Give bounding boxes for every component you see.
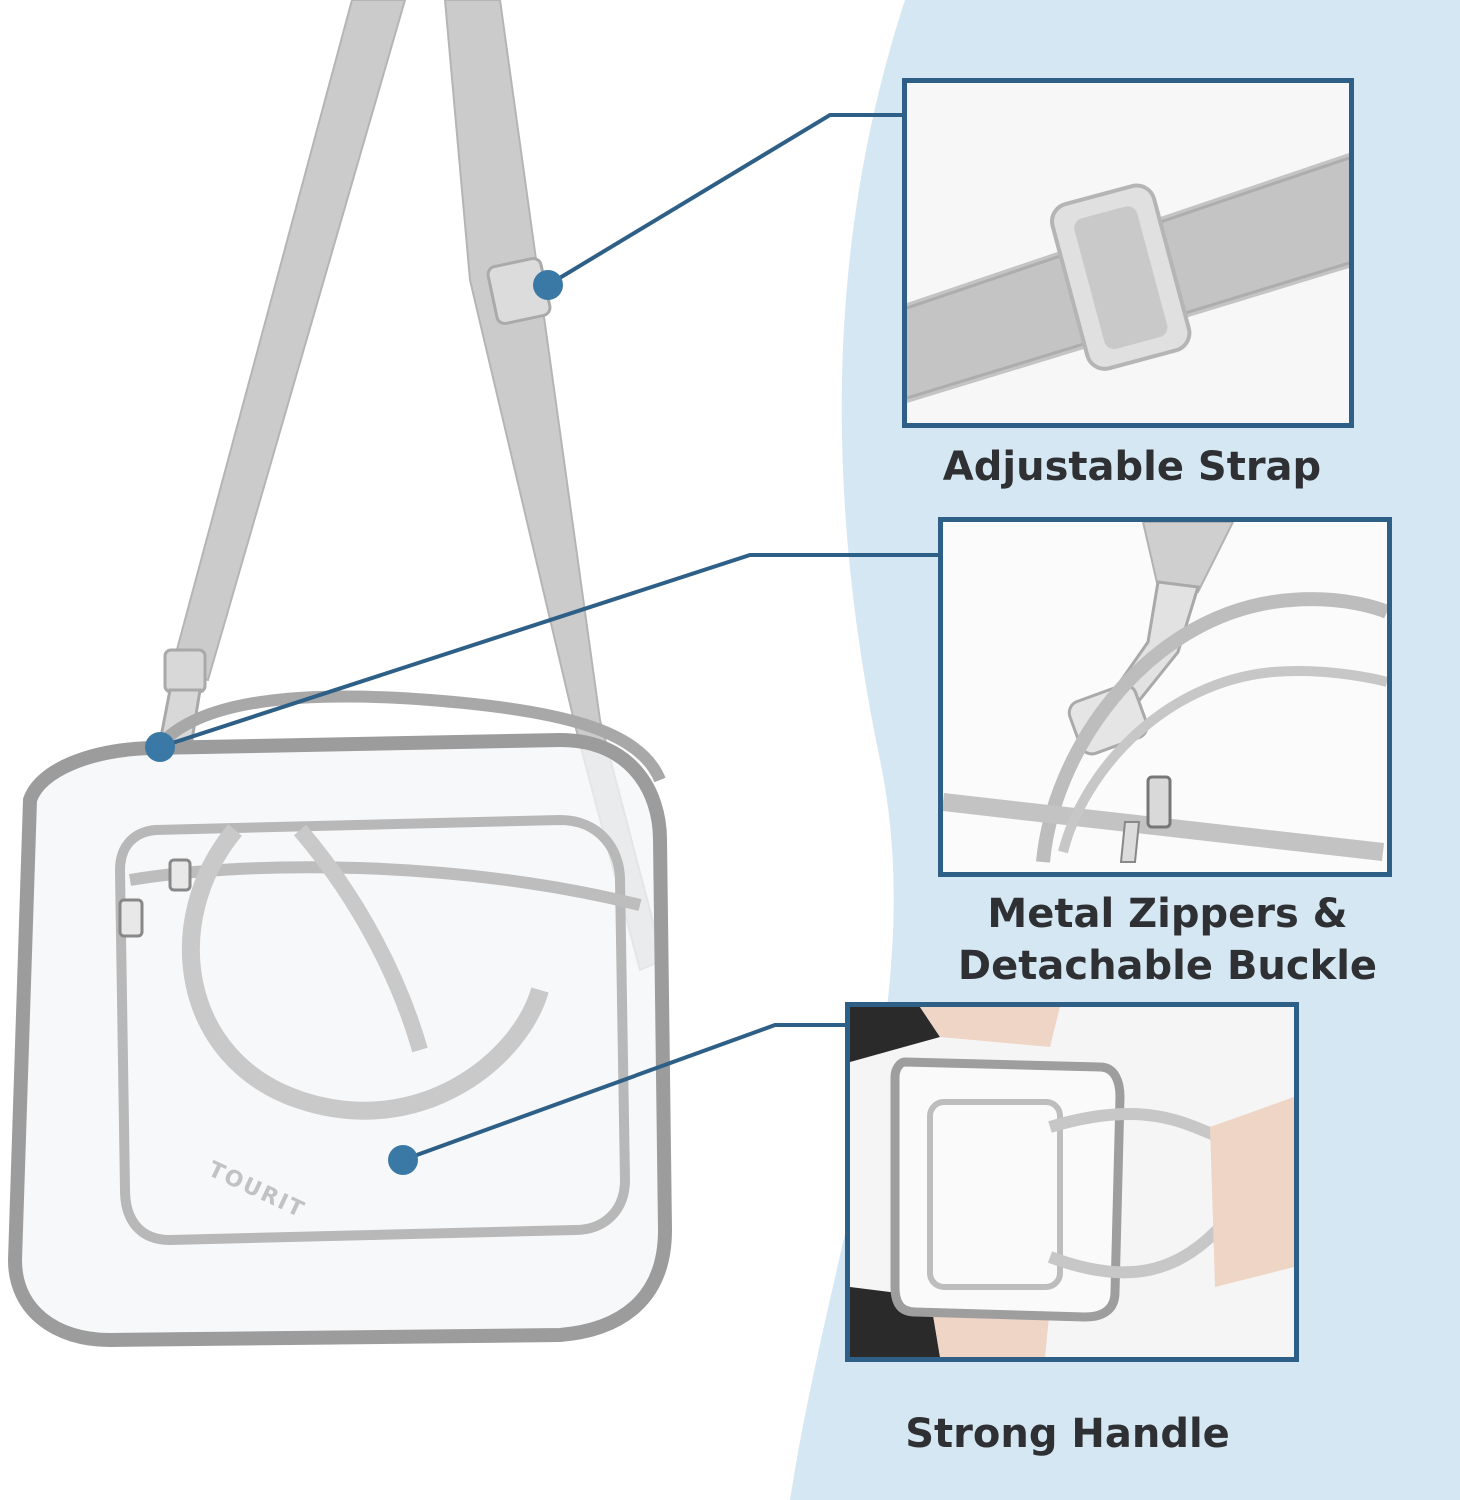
handle-caption: Strong Handle (905, 1411, 1230, 1457)
zipper-caption: Metal Zippers & Detachable Buckle (930, 888, 1405, 992)
handle-demo-image (850, 1007, 1294, 1357)
callout-dots (145, 270, 563, 1175)
zipper-detail-panel (938, 517, 1392, 877)
clear-bag (7, 690, 673, 1348)
strap-detail-panel (902, 78, 1354, 428)
strap-caption: Adjustable Strap (942, 444, 1322, 490)
handle-detail-panel (845, 1002, 1299, 1362)
zipper-caption-line2: Detachable Buckle (957, 943, 1378, 989)
callout-lines (159, 113, 945, 1162)
strap-buckle-image (907, 83, 1349, 423)
zipper-buckle-image (943, 522, 1387, 872)
zipper-caption-line1: Metal Zippers & (987, 891, 1348, 937)
